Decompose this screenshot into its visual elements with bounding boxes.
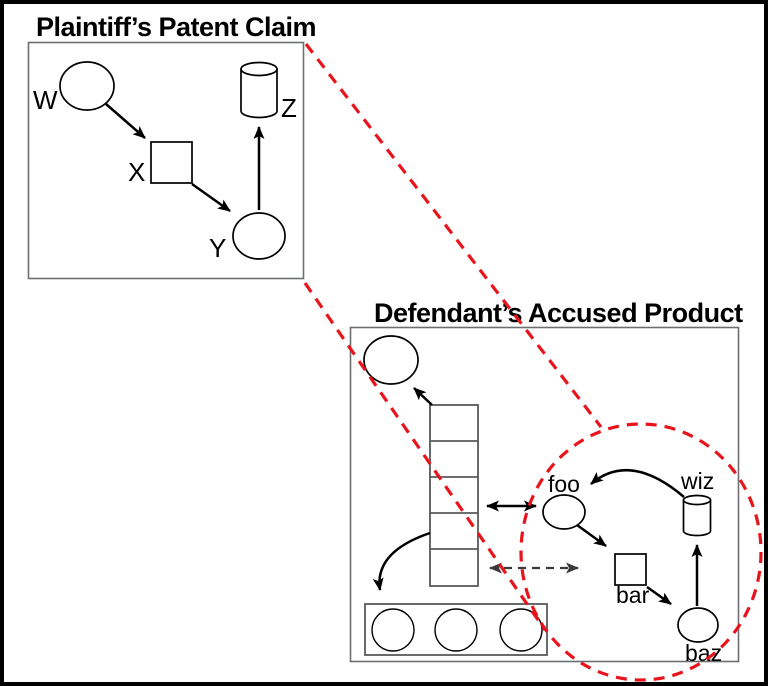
node-w-label: W: [33, 85, 58, 115]
edge-bar-to-baz-arrow: [646, 585, 672, 606]
edge-w-to-x-arrow: [105, 103, 146, 139]
node-wiz-cylinder-body: [682, 500, 712, 537]
unlabeled-ellipse: [363, 335, 419, 385]
node-foo-label: foo: [548, 471, 580, 497]
mapping-leader-line-top: [304, 43, 603, 428]
tray-with-circles: [364, 603, 548, 656]
tray-circle: [499, 608, 543, 652]
tray-circle: [434, 608, 478, 652]
plaintiff-title: Plaintiff’s Patent Claim: [36, 12, 316, 42]
edge-stack-to-ellipse-arrow: [413, 387, 433, 406]
edge-wiz-to-foo-curved-arrow: [590, 469, 685, 498]
defendant-product-box: [349, 326, 740, 663]
node-wiz-cylinder: [682, 494, 712, 537]
mapping-leader-line-bottom: [303, 282, 547, 631]
claim-mapping-overlay: [303, 43, 763, 682]
node-z-cylinder-body: [240, 69, 278, 119]
node-wiz-label: wiz: [680, 468, 714, 494]
node-y-ellipse: [232, 212, 286, 260]
mapping-focus-ellipse: [519, 422, 763, 682]
stack-outline: [429, 404, 479, 587]
edge-foo-to-bar-arrow: [576, 523, 607, 548]
node-z-label: Z: [281, 93, 297, 123]
edge-stack-to-tray-curved-arrow: [372, 531, 431, 591]
node-x-square: [150, 141, 193, 184]
node-z-cylinder-top: [240, 61, 278, 77]
node-y-label: Y: [209, 233, 226, 263]
node-w-ellipse: [59, 61, 115, 111]
node-wiz-cylinder-top: [682, 494, 712, 506]
node-z-cylinder: [240, 61, 278, 119]
plaintiff-claim-box: [27, 41, 305, 280]
node-foo-ellipse: [542, 494, 586, 530]
node-x-label: X: [128, 157, 145, 187]
node-bar-square: [614, 553, 647, 586]
tray-circle: [371, 608, 415, 652]
stack-of-cells: [429, 404, 479, 587]
node-bar-label: bar: [616, 582, 650, 608]
node-baz-ellipse: [677, 607, 719, 643]
node-baz-label: baz: [685, 640, 722, 666]
edge-x-to-y-arrow: [191, 182, 231, 213]
defendant-title: Defendant’s Accused Product: [374, 298, 743, 328]
